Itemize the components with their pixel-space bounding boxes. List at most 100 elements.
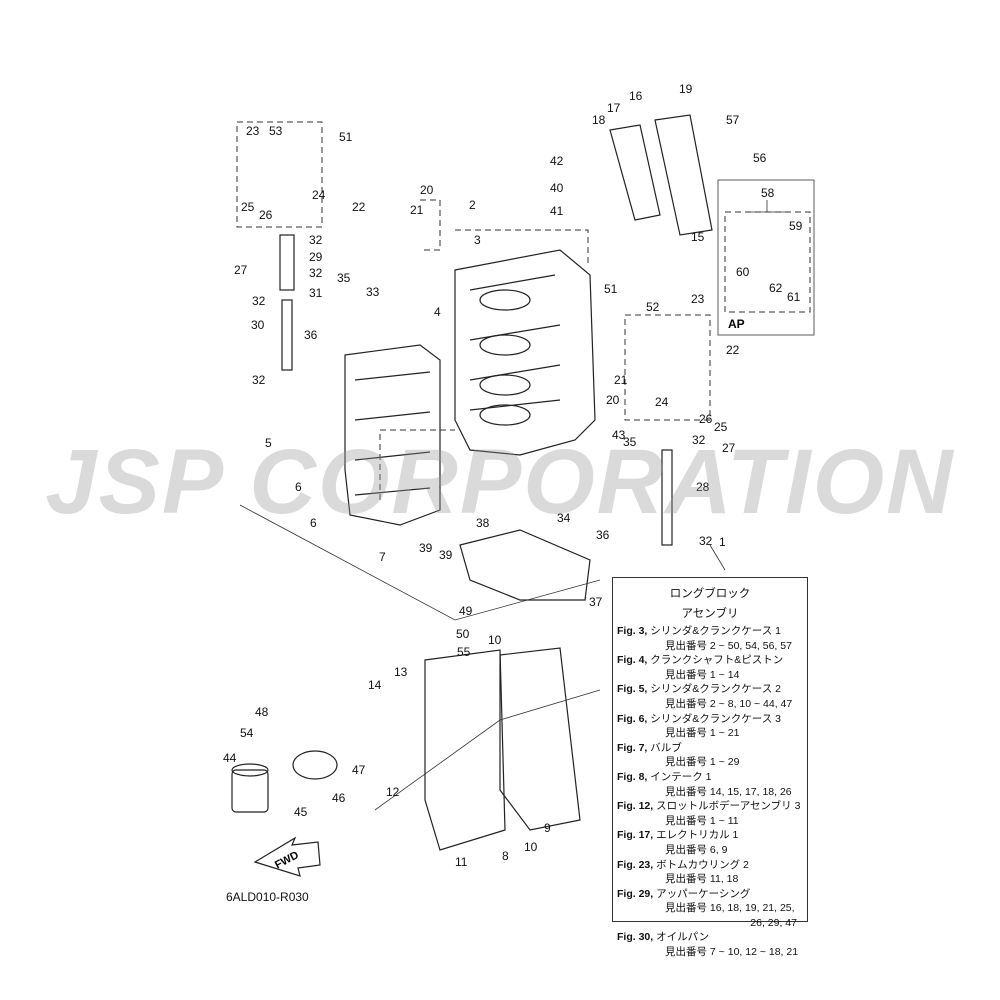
callout-17: 17 (607, 101, 621, 115)
legend-title-2: アセンブリ (681, 608, 739, 620)
callout-32: 32 (309, 266, 323, 280)
callout-24: 24 (312, 188, 326, 202)
legend-fig: Fig. 8, (617, 770, 648, 783)
callout-26: 26 (699, 412, 713, 426)
callout-27: 27 (722, 441, 736, 455)
oil-pan-plate (499, 647, 581, 831)
callout-16: 16 (629, 89, 643, 103)
legend-nums: 見出番号 1 ~ 14 (665, 668, 740, 681)
legend-nums: 見出番号 1 ~ 29 (665, 756, 740, 769)
legend-entry: Fig. 7, バルブ見出番号 1 ~ 29 (617, 741, 803, 770)
legend-fig-name: インテーク 1 (650, 770, 712, 783)
callout-23: 23 (691, 292, 705, 306)
callout-10: 10 (524, 840, 538, 854)
callout-11: 11 (455, 855, 468, 869)
callout-20: 20 (606, 393, 620, 407)
legend-fig-line: Fig. 30, オイルパン (617, 930, 803, 945)
legend-fig: Fig. 3, (617, 625, 648, 637)
callout-52: 52 (646, 300, 660, 314)
callout-36: 36 (304, 328, 318, 342)
callout-35: 35 (623, 435, 637, 449)
callout-24: 24 (655, 395, 669, 409)
legend-fig-line: Fig. 7, バルブ (617, 741, 803, 756)
callout-28: 28 (696, 480, 710, 494)
callout-60: 60 (736, 265, 750, 279)
legend-entry: Fig. 4, クランクシャフト&ピストン見出番号 1 ~ 14 (617, 653, 803, 682)
callout-47: 47 (352, 763, 366, 777)
callout-32: 32 (252, 294, 266, 308)
callout-37: 37 (589, 595, 603, 609)
callout-22: 22 (352, 200, 366, 214)
legend-fig-line: Fig. 29, アッパーケーシング (617, 887, 803, 902)
callout-31: 31 (309, 286, 323, 300)
legend-fig: Fig. 23, (617, 858, 654, 871)
fwd-arrow-icon: FWD (253, 836, 321, 877)
callout-36: 36 (596, 528, 610, 542)
legend-fig-name: エレクトリカル 1 (656, 829, 739, 842)
exhaust-cover (609, 124, 661, 221)
callout-25: 25 (241, 200, 255, 214)
callout-48: 48 (255, 705, 269, 719)
crankcase (344, 344, 441, 526)
callout-21: 21 (614, 373, 628, 387)
callout-10: 10 (488, 633, 502, 647)
legend-fig-name: シリンダ&クランクケース 2 (650, 683, 782, 696)
group-box-22-top (236, 121, 323, 228)
callout-62: 62 (769, 281, 783, 295)
legend-fig-line: Fig. 23, ボトムカウリング 2 (617, 858, 803, 873)
callout-51: 51 (604, 282, 618, 296)
leader-lines (239, 179, 815, 811)
tube-30 (281, 299, 293, 371)
callout-14: 14 (368, 678, 382, 692)
callout-23: 23 (246, 124, 260, 138)
callout-27: 27 (234, 263, 248, 277)
callout-41: 41 (550, 204, 564, 218)
oil-filter (231, 769, 269, 813)
legend-fig-name: バルブ (650, 741, 682, 754)
callout-55: 55 (457, 645, 471, 659)
callout-18: 18 (592, 113, 606, 127)
callout-39: 39 (419, 541, 433, 555)
callout-32: 32 (699, 534, 713, 548)
gasket (459, 529, 591, 601)
oil-filter-bracket (424, 649, 506, 851)
callout-49: 49 (459, 604, 473, 618)
legend-fig-line: Fig. 4, クランクシャフト&ピストン (617, 653, 803, 668)
legend-fig-name: シリンダ&クランクケース 3 (650, 712, 782, 725)
legend-fig-line: Fig. 8, インテーク 1 (617, 770, 803, 785)
legend-fig: Fig. 6, (617, 712, 648, 725)
legend-fig-name: アッパーケーシング (656, 887, 751, 900)
callout-42: 42 (550, 154, 564, 168)
callout-1: 1 (719, 535, 726, 549)
legend-nums: 見出番号 2 ~ 8, 10 ~ 44, 47 (665, 697, 793, 710)
callout-40: 40 (550, 181, 564, 195)
callout-26: 26 (259, 208, 273, 222)
callout-20: 20 (420, 183, 434, 197)
watermark: JSP CORPORATION (45, 431, 955, 533)
callout-51: 51 (339, 130, 353, 144)
oil-filter-housing (292, 750, 338, 780)
callout-35: 35 (337, 271, 351, 285)
callout-5: 5 (265, 436, 272, 450)
dipstick-tube (661, 449, 673, 546)
callout-59: 59 (789, 219, 803, 233)
legend-nums: 見出番号 16, 18, 19, 21, 25, (665, 902, 795, 915)
callout-32: 32 (692, 433, 706, 447)
callout-15: 15 (691, 230, 705, 244)
callout-7: 7 (379, 550, 386, 564)
legend-fig-name: シリンダ&クランクケース 1 (650, 625, 782, 637)
legend-nums: 見出番号 6, 9 (665, 843, 728, 856)
callout-9: 9 (544, 821, 551, 835)
callout-57: 57 (726, 113, 740, 127)
callout-38: 38 (476, 516, 490, 530)
legend-fig: Fig. 7, (617, 741, 648, 754)
callout-21: 21 (410, 203, 424, 217)
callout-19: 19 (679, 82, 693, 96)
